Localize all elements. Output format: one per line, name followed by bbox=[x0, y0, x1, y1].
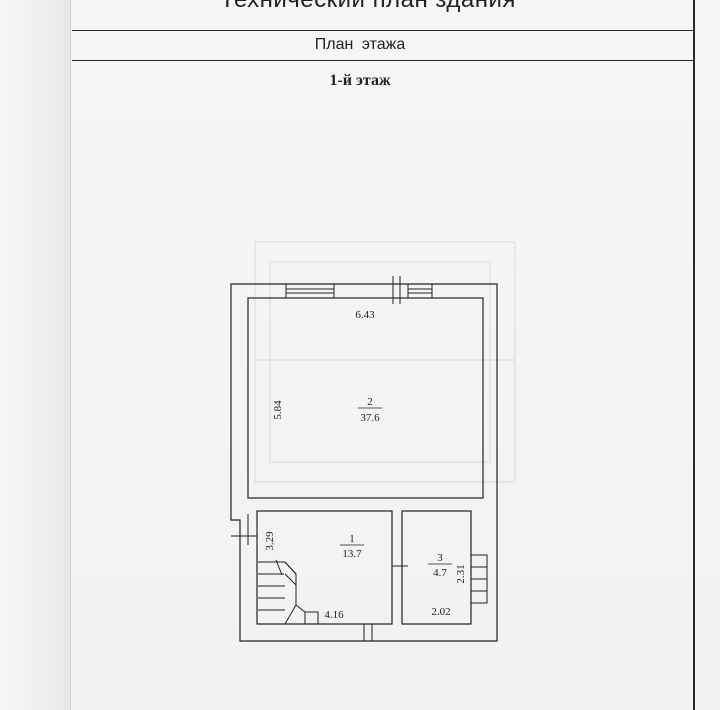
title-divider bbox=[72, 30, 693, 31]
door-bottom bbox=[363, 624, 373, 641]
room-1-outline bbox=[256, 510, 393, 625]
floor-label: 1-й этаж bbox=[329, 72, 391, 89]
section-title: План этажа bbox=[314, 36, 406, 53]
room-1-area: 13.7 bbox=[342, 548, 362, 560]
room-2-area: 37.6 bbox=[360, 412, 380, 424]
room-1-length-dimension: 3.29 bbox=[264, 531, 276, 551]
window-top-right bbox=[407, 284, 433, 298]
window-top-left bbox=[285, 284, 335, 298]
document-sheet bbox=[70, 0, 720, 710]
section-divider bbox=[72, 60, 693, 61]
chimney-marker bbox=[392, 276, 401, 304]
outer-wall bbox=[230, 283, 498, 642]
porch-right bbox=[470, 554, 488, 604]
page-edge bbox=[0, 0, 70, 710]
sheet-left-border bbox=[70, 0, 71, 710]
room-3-area: 4.7 bbox=[433, 567, 447, 579]
room-3-number: 3 bbox=[437, 552, 443, 564]
room-3-width-dimension: 2.02 bbox=[431, 606, 450, 618]
room-2-number: 2 bbox=[367, 396, 373, 408]
room-2-width-dimension: 6.43 bbox=[355, 309, 375, 321]
show-through-lines bbox=[254, 241, 516, 483]
frame-right-border bbox=[693, 0, 695, 710]
room-1-number: 1 bbox=[349, 533, 355, 545]
room-2-outline bbox=[247, 297, 484, 499]
entrance-steps bbox=[231, 514, 257, 560]
room-1-width-dimension: 4.16 bbox=[324, 609, 344, 621]
room-2-length-dimension: 5.84 bbox=[272, 400, 284, 420]
room-3-length-dimension: 2.31 bbox=[455, 564, 467, 583]
document-title: Технический план здания bbox=[220, 0, 516, 14]
staircase bbox=[258, 559, 319, 625]
